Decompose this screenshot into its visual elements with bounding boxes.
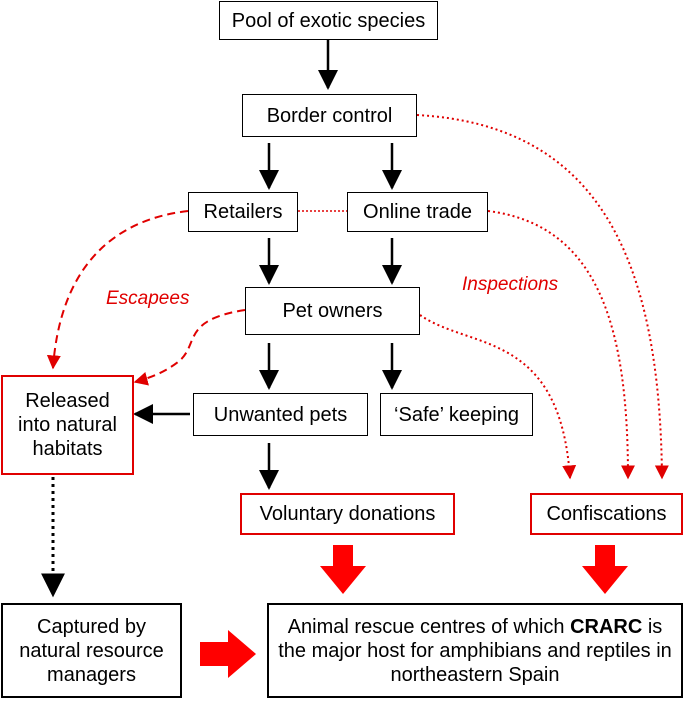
node-online-label: Online trade <box>363 201 472 223</box>
label-inspections: Inspections <box>462 274 559 295</box>
arrow-border-to-confiscations <box>416 114 669 480</box>
node-released: Released into natural habitats <box>1 375 134 475</box>
label-escapees: Escapees <box>106 288 190 309</box>
node-pet-owners: Pet owners <box>245 287 420 335</box>
node-retailers-label: Retailers <box>203 201 283 223</box>
node-border-label: Border control <box>266 104 393 127</box>
node-safe-label: ‘Safe’ keeping <box>394 403 519 426</box>
node-safe-keeping: ‘Safe’ keeping <box>380 393 533 436</box>
node-pool: Pool of exotic species <box>219 1 438 40</box>
block-arrow-voluntary-to-rescue <box>320 545 366 594</box>
node-confiscations: Confiscations <box>530 493 683 535</box>
node-released-label: Released into natural habitats <box>18 390 117 460</box>
node-pool-label: Pool of exotic species <box>231 9 426 32</box>
node-unwanted-label: Unwanted pets <box>213 403 348 426</box>
crarc-highlight: CRARC <box>570 615 643 638</box>
block-arrow-confiscations-to-rescue <box>582 545 628 594</box>
node-voluntary-donations: Voluntary donations <box>240 493 455 535</box>
node-voluntary-label: Voluntary donations <box>259 503 436 525</box>
node-border-control: Border control <box>242 94 417 137</box>
arrow-owners-to-released <box>133 309 246 386</box>
arrow-retailers-to-released <box>46 210 189 370</box>
node-captured-label: Captured by natural resource managers <box>19 615 164 686</box>
node-rescue-label: Animal rescue centres of which CRARC is … <box>278 615 672 686</box>
node-confiscations-label: Confiscations <box>546 503 667 525</box>
node-retailers: Retailers <box>188 192 298 232</box>
block-arrow-captured-to-rescue <box>200 630 256 678</box>
arrow-online-to-confiscations <box>487 210 635 480</box>
node-rescue-centres: Animal rescue centres of which CRARC is … <box>267 603 683 698</box>
node-captured: Captured by natural resource managers <box>1 603 182 698</box>
node-online-trade: Online trade <box>347 192 488 232</box>
node-owners-label: Pet owners <box>282 300 383 322</box>
node-unwanted-pets: Unwanted pets <box>193 393 368 436</box>
